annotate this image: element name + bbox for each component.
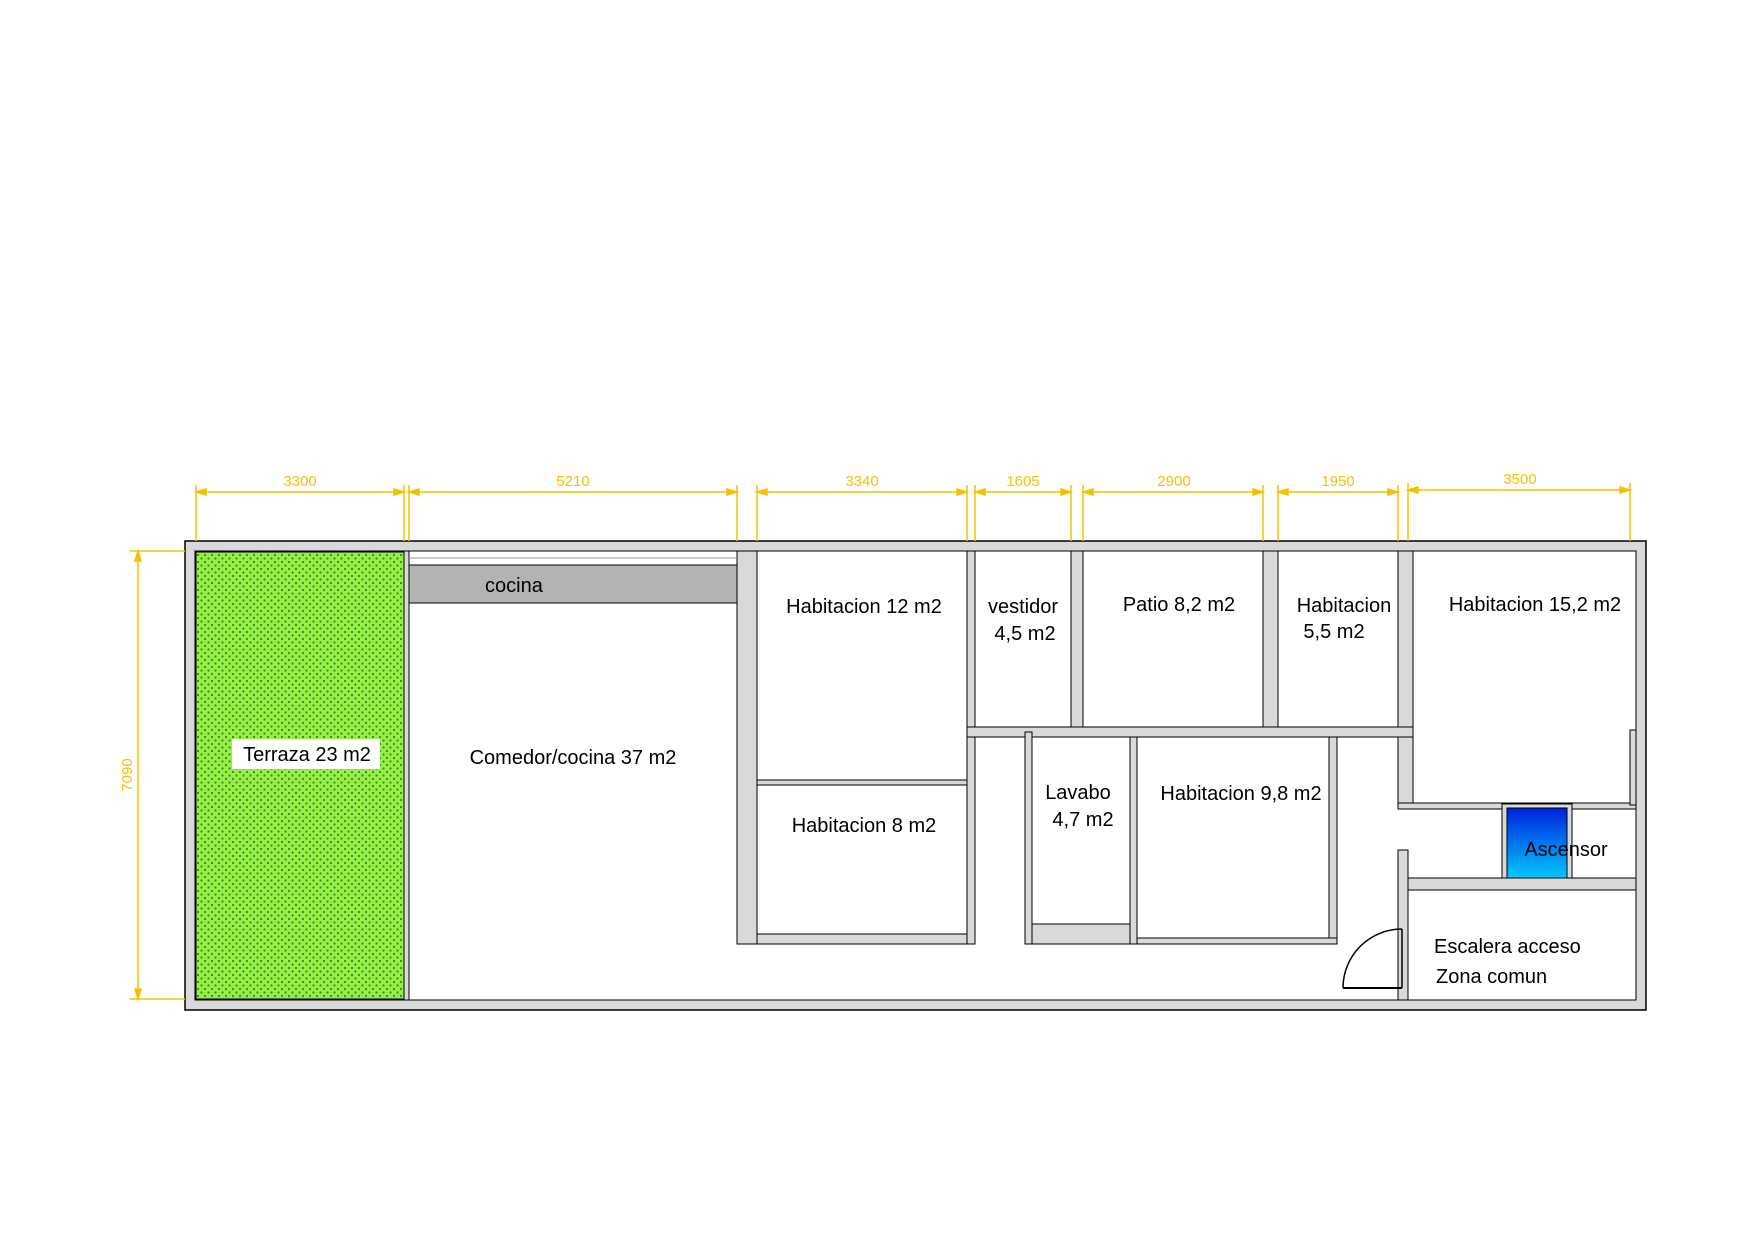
dim-3340: 3340 — [845, 473, 878, 490]
habitacion-9-label: Habitacion 9,8 m2 — [1160, 783, 1321, 805]
lavabo-label: Lavabo — [1045, 782, 1111, 804]
habitacion-8-label: Habitacion 8 m2 — [792, 815, 937, 837]
habitacion-12-label: Habitacion 12 m2 — [786, 596, 942, 618]
interior-walls — [403, 550, 1637, 1001]
dimension-lines — [130, 483, 1633, 1002]
entrance-door[interactable] — [1342, 928, 1403, 989]
lavabo-area-label: 4,7 m2 — [1052, 809, 1113, 831]
vestidor-area-label: 4,5 m2 — [994, 623, 1055, 645]
terraza-label: Terraza 23 m2 — [243, 744, 371, 766]
terrace-area — [195, 551, 405, 1000]
dim-2900: 2900 — [1157, 473, 1190, 490]
dim-1950: 1950 — [1321, 473, 1354, 490]
escalera-label: Escalera acceso — [1434, 936, 1581, 958]
dimension-labels: 3300 5210 3340 1605 2900 1950 3500 7090 — [119, 471, 1537, 792]
vestidor-label: vestidor — [988, 596, 1058, 618]
dim-1605: 1605 — [1006, 473, 1039, 490]
habitacion-15-label: Habitacion 15,2 m2 — [1449, 594, 1621, 616]
habitacion-5-area-label: 5,5 m2 — [1303, 621, 1364, 643]
ascensor-label: Ascensor — [1524, 839, 1608, 861]
patio-label: Patio 8,2 m2 — [1123, 594, 1235, 616]
cocina-label: cocina — [485, 575, 544, 597]
dim-3500: 3500 — [1503, 471, 1536, 488]
elevator — [1501, 803, 1573, 879]
room-labels: Terraza 23 m2 cocina Comedor/cocina 37 m… — [232, 575, 1621, 988]
kitchen-counter — [408, 564, 738, 604]
dim-7090: 7090 — [119, 758, 136, 791]
comedor-label: Comedor/cocina 37 m2 — [470, 747, 677, 769]
habitacion-5-label: Habitacion — [1297, 595, 1392, 617]
zona-comun-label: Zona comun — [1436, 966, 1547, 988]
dim-5210: 5210 — [556, 473, 589, 490]
dim-3300: 3300 — [283, 473, 316, 490]
